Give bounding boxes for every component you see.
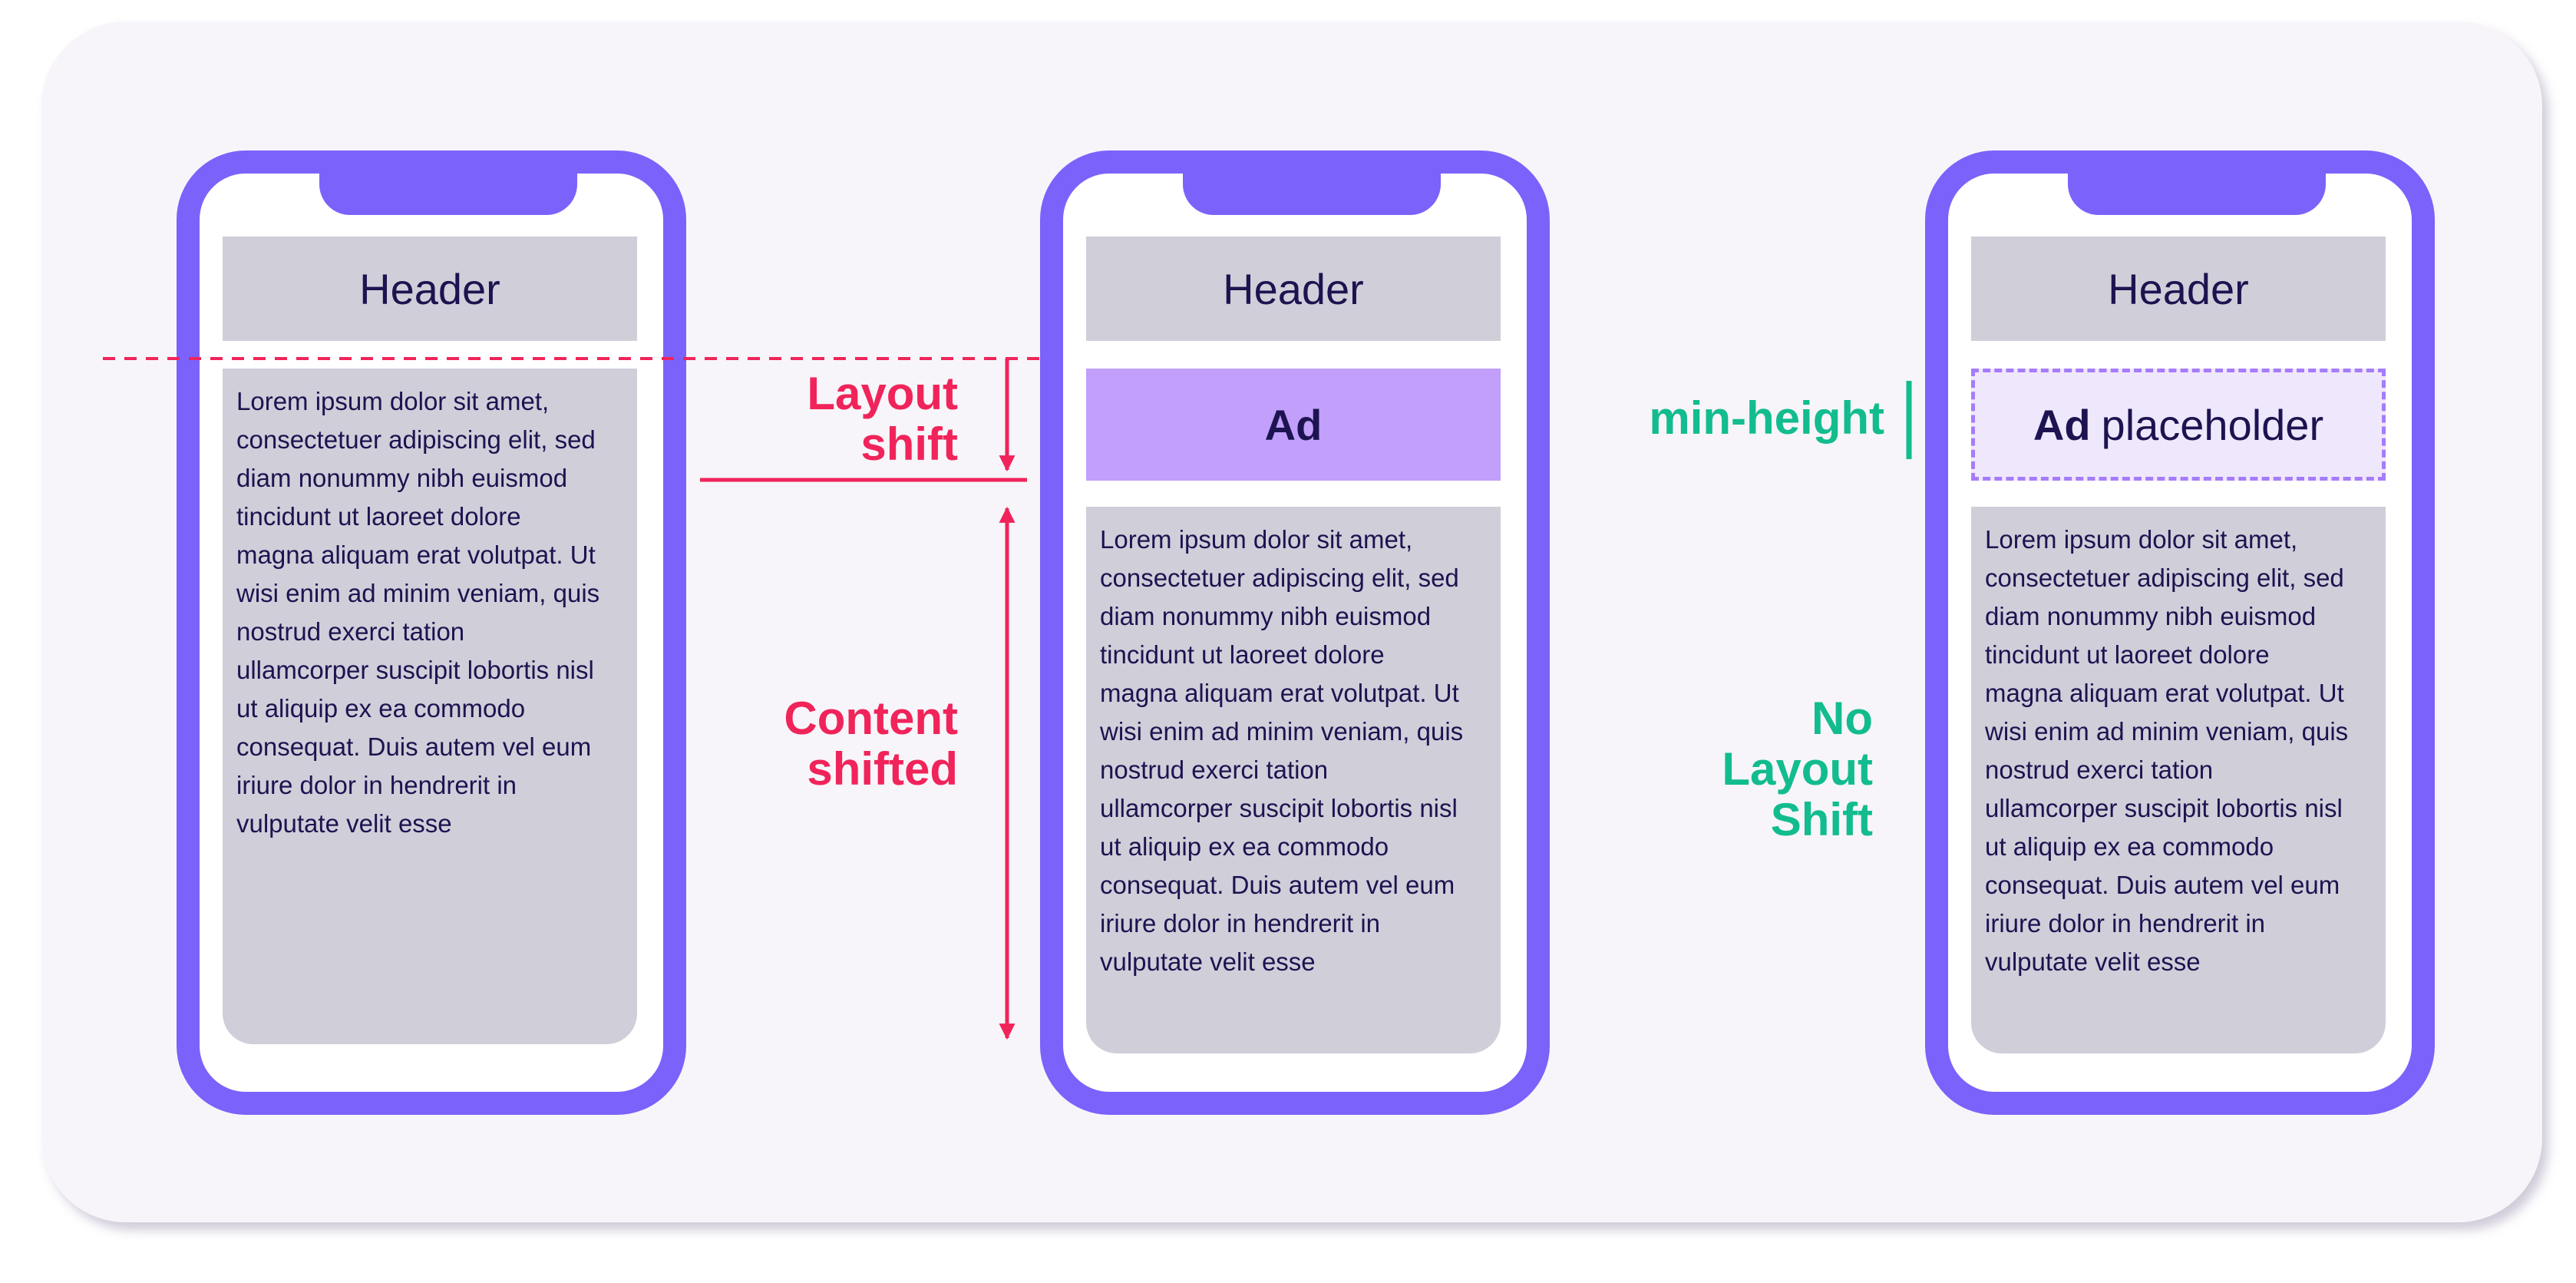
lorem-text: Lorem ipsum dolor sit amet, consectetuer… <box>236 387 600 838</box>
layout-shift-label: Layout shift <box>807 368 958 470</box>
ad-placeholder-block: Ad placeholder <box>1971 369 2386 481</box>
ad-block: Ad <box>1086 369 1501 481</box>
phone-before-ad: Header Lorem ipsum dolor sit amet, conse… <box>177 150 686 1115</box>
phone-notch <box>2068 172 2326 215</box>
phone-with-ad: Header Ad Lorem ipsum dolor sit amet, co… <box>1040 150 1550 1115</box>
content-block: Lorem ipsum dolor sit amet, consectetuer… <box>223 369 637 1044</box>
phone-notch <box>319 172 577 215</box>
content-block: Lorem ipsum dolor sit amet, consectetuer… <box>1971 507 2386 1053</box>
phone-with-placeholder: Header Ad placeholder Lorem ipsum dolor … <box>1925 150 2435 1115</box>
header-block: Header <box>1086 236 1501 341</box>
lorem-text: Lorem ipsum dolor sit amet, consectetuer… <box>1985 525 2349 976</box>
lorem-text: Lorem ipsum dolor sit amet, consectetuer… <box>1100 525 1464 976</box>
content-block: Lorem ipsum dolor sit amet, consectetuer… <box>1086 507 1501 1053</box>
min-height-label: min-height <box>1649 392 1884 444</box>
content-shifted-label: Content shifted <box>784 693 958 795</box>
phone-notch <box>1183 172 1441 215</box>
header-block: Header <box>1971 236 2386 341</box>
no-layout-shift-label: No Layout Shift <box>1722 693 1873 845</box>
header-block: Header <box>223 236 637 341</box>
placeholder-label: placeholder <box>2101 400 2324 449</box>
placeholder-bold-label: Ad <box>2033 400 2091 449</box>
